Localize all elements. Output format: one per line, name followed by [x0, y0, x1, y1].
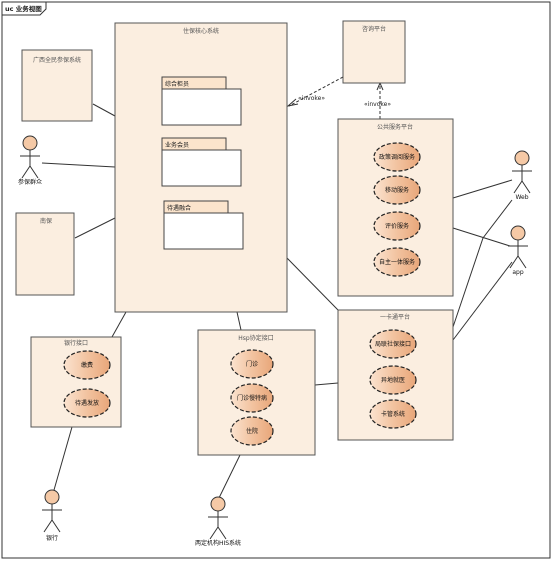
usecase-hospital-1-label: 门诊: [246, 360, 258, 368]
actor-app-head: [510, 225, 526, 241]
usecase-bank-2-label: 待遇发放: [75, 399, 99, 407]
usecase-public-4-label: 自主一体服务: [379, 258, 415, 266]
actor-app-label: app: [512, 269, 523, 276]
system-core: 住保核心系统 综合柜员 业务会员 待遇融合: [114, 22, 288, 313]
link-onecard-web: [452, 199, 513, 328]
usecase-onecard-1: [369, 329, 417, 359]
actor-his-label: 两定机构HIS系统: [195, 539, 241, 547]
link-nanning-core: [74, 217, 116, 239]
system-public: 公共服务平台 政策调阅服务 移动服务 评价服务 自主一体服务: [337, 118, 454, 297]
usecase-public-1-label: 政策调阅服务: [379, 153, 415, 161]
actor-bank: 银行: [42, 489, 62, 542]
link-guangxi-core: [92, 103, 116, 117]
usecase-public-4: [373, 247, 421, 277]
usecase-hospital-3: [230, 416, 274, 446]
system-core-title: 住保核心系统: [183, 27, 219, 35]
invoke-label-2: «invoke»: [364, 101, 391, 108]
usecase-onecard-2: [369, 365, 417, 395]
actor-left-head: [22, 135, 38, 151]
invoke-core-consult: [288, 76, 344, 107]
link-actor-core: [41, 162, 116, 168]
link-onecard-app: [452, 261, 513, 341]
system-hospital-title: Hsp协定接口: [238, 334, 273, 342]
system-nanning: 南保: [15, 212, 75, 296]
actor-left: 参保群众: [18, 135, 42, 186]
actor-his: 两定机构HIS系统: [195, 496, 241, 547]
package-2-label: 业务会员: [165, 141, 189, 149]
usecase-public-2: [373, 175, 421, 205]
link-hospital-his: [217, 454, 241, 501]
link-core-onecard: [286, 257, 339, 311]
link-hospital-onecard: [314, 382, 339, 386]
link-core-hospital: [236, 311, 242, 331]
usecase-onecard-2-label: 异地就医: [381, 376, 405, 384]
actor-his-head: [210, 496, 226, 512]
actor-web-head: [514, 150, 530, 166]
system-guangxi: 广西全民参保系统: [21, 49, 93, 122]
usecase-hospital-2: [230, 383, 274, 413]
link-public-web: [452, 179, 513, 199]
system-consult: 咨询平台: [342, 20, 406, 84]
system-consult-title: 咨询平台: [362, 25, 386, 33]
usecase-public-2-label: 移动服务: [385, 186, 409, 194]
actor-web: Web: [512, 150, 532, 201]
actor-web-label: Web: [515, 194, 528, 201]
actor-bank-head: [44, 489, 60, 505]
usecase-onecard-3: [369, 399, 417, 429]
usecase-bank-1-label: 缴费: [81, 361, 93, 369]
frame-tab: [1, 1, 47, 16]
link-core-bank: [111, 311, 127, 338]
actor-app: app: [508, 225, 528, 276]
usecase-onecard-1-label: 局联社保接口: [375, 340, 411, 348]
package-3-label: 待遇融合: [167, 204, 191, 212]
system-nanning-title: 南保: [40, 217, 52, 225]
usecase-bank-1: [63, 350, 111, 380]
usecase-public-3-label: 评价服务: [385, 222, 409, 230]
usecase-public-3: [373, 211, 421, 241]
actor-bank-label: 银行: [46, 534, 58, 542]
usecase-hospital-3-label: 住院: [246, 427, 258, 435]
system-bank-title: 银行接口: [64, 339, 88, 347]
package-1: [161, 88, 242, 126]
actor-left-label: 参保群众: [18, 178, 42, 186]
usecase-bank-2: [63, 388, 111, 418]
system-guangxi-title: 广西全民参保系统: [33, 56, 81, 64]
package-1-label: 综合柜员: [165, 80, 189, 88]
system-onecard-title: 一卡通平台: [380, 313, 410, 321]
usecase-public-1: [373, 142, 421, 172]
invoke-label-1: «invoke»: [298, 95, 325, 102]
usecase-onecard-3-label: 卡管系统: [381, 410, 405, 418]
system-bank: 银行接口 缴费 待遇发放: [30, 336, 122, 428]
system-onecard: 一卡通平台 局联社保接口 异地就医 卡管系统: [337, 309, 454, 441]
link-bank-actor: [53, 426, 73, 491]
system-hospital: Hsp协定接口 门诊 门诊慢特病 住院: [197, 329, 316, 456]
link-public-app: [452, 227, 511, 247]
usecase-hospital-2-label: 门诊慢特病: [237, 394, 267, 402]
frame-title: uc 业务视图: [5, 4, 42, 13]
usecase-hospital-1: [230, 349, 274, 379]
package-2: [161, 149, 242, 187]
system-public-title: 公共服务平台: [377, 123, 413, 131]
invoke-arrowhead-1: [286, 98, 299, 107]
package-3: [163, 212, 244, 250]
